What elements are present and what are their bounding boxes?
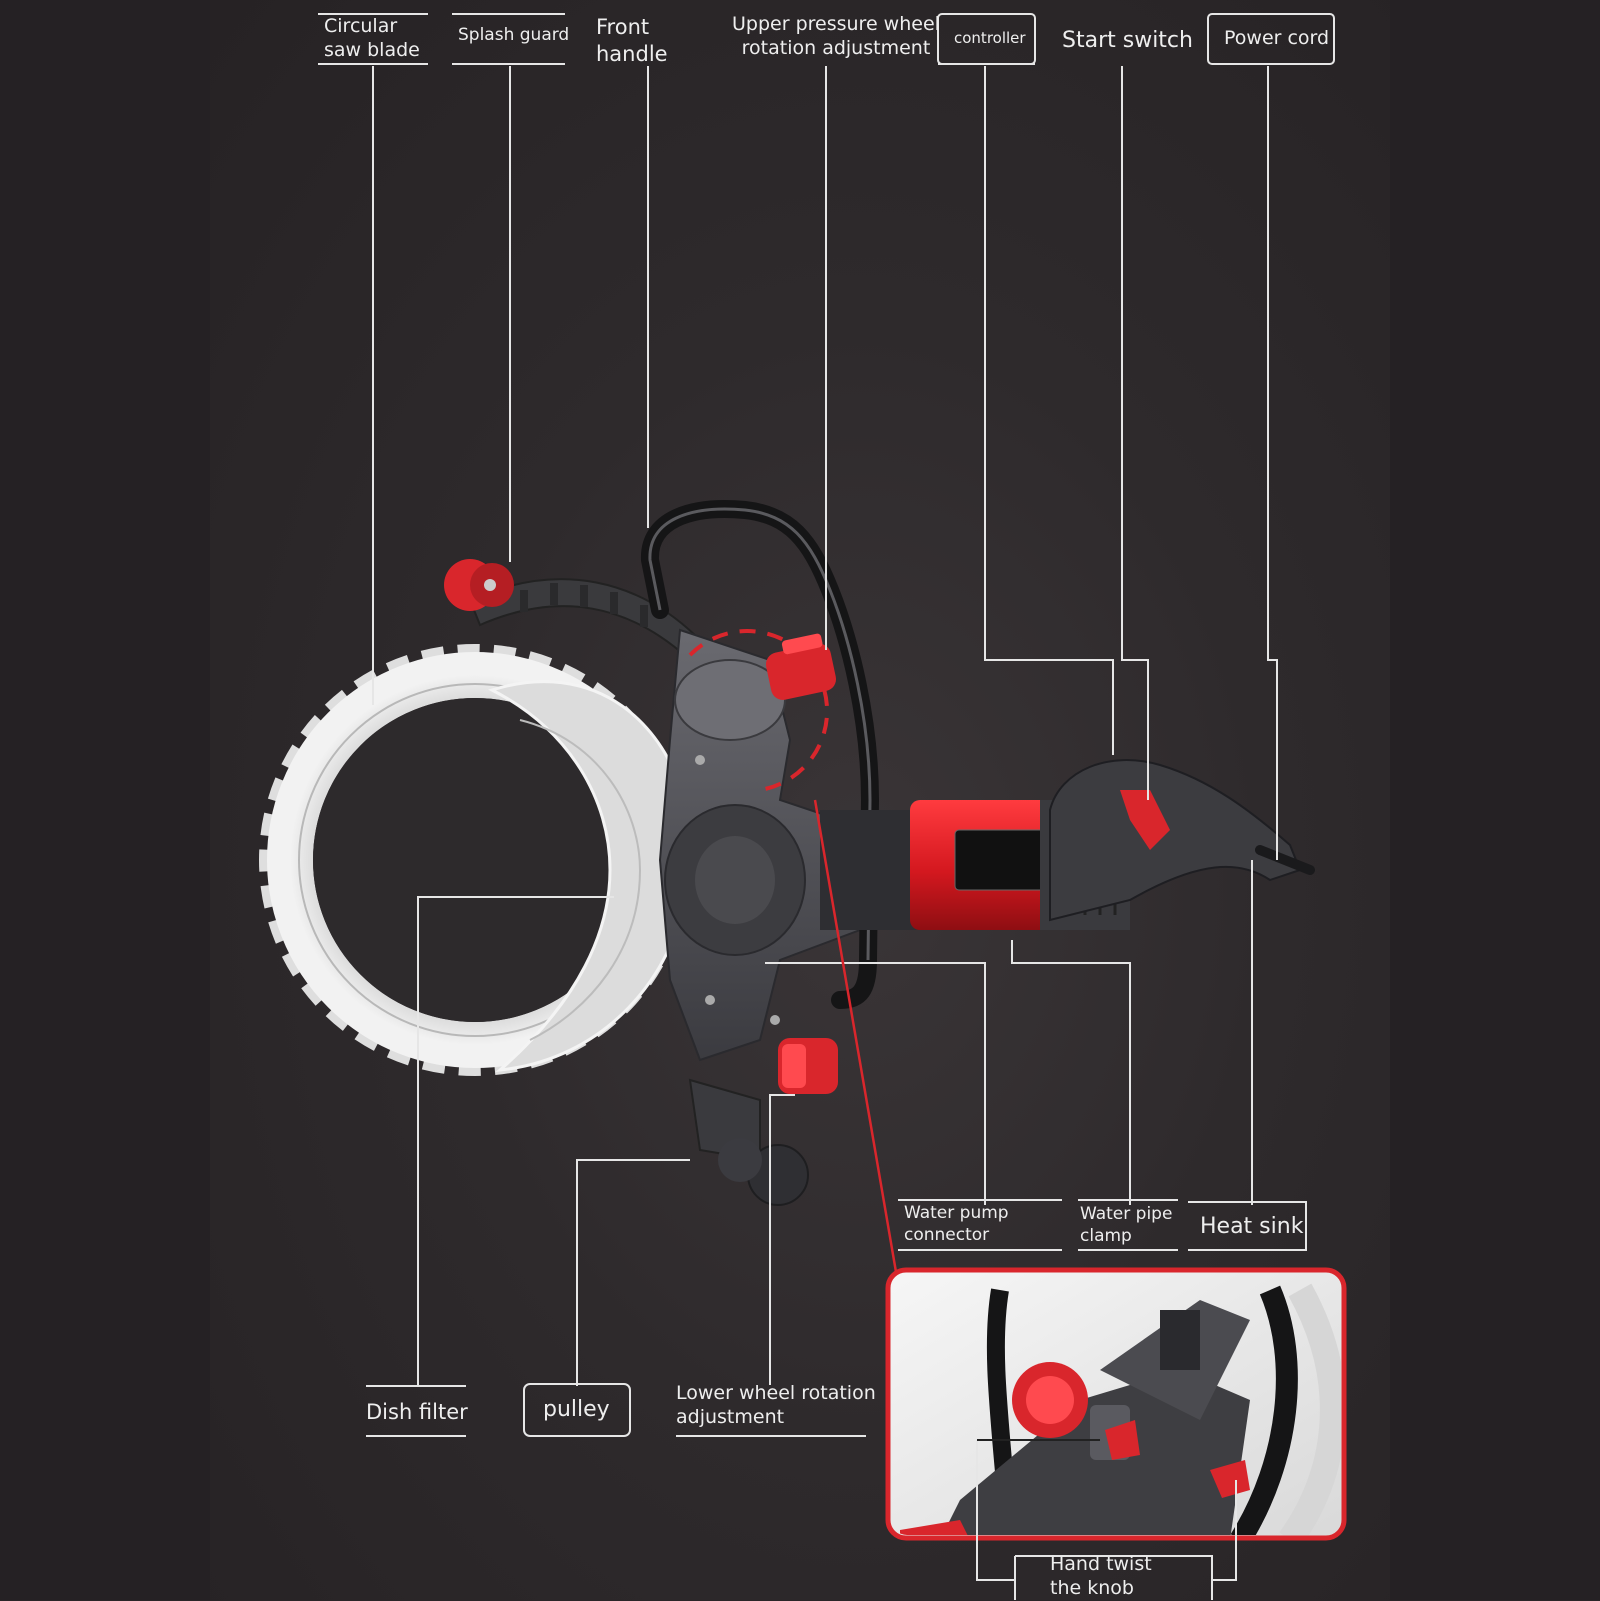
label-front-handle: Front handle [596,15,668,66]
leader-lines [318,13,1278,1437]
upper-pressure-knob [765,633,837,700]
pulley-assembly [688,1078,809,1206]
left-margin [0,0,210,1600]
label-water-pipe-clamp: Water pipe clamp [1080,1204,1173,1246]
right-margin [1390,0,1600,1600]
label-dish-filter: Dish filter [366,1400,468,1424]
label-heat-sink: Heat sink [1200,1214,1304,1239]
blade-hole [313,698,637,1022]
power-cord-stub [1255,845,1315,875]
label-frames [523,13,1335,1600]
label-water-pump-connector: Water pump connector [904,1203,1009,1245]
motor-housing [820,759,1315,930]
dish-filter-crescent [488,680,693,1072]
label-pulley: pulley [543,1397,610,1422]
inset-pointer-line [813,799,898,1273]
start-switch-trigger [1120,790,1170,850]
label-lower-wheel-rotation: Lower wheel rotation adjustment [676,1382,876,1429]
label-power-cord: Power cord [1224,27,1330,49]
gearbox-body [658,628,862,1062]
circular-saw-blade [259,644,691,1076]
label-splash-guard: Splash guard [458,25,570,45]
inset-zoom-view [885,1267,1347,1581]
label-start-switch: Start switch [1062,28,1193,53]
label-hand-twist-knob: Hand twist the knob [1050,1553,1152,1600]
lower-wheel-knob [778,1038,838,1094]
label-circular-saw-blade: Circular saw blade [324,15,420,62]
label-upper-pressure-wheel: Upper pressure wheel rotation adjustment [732,13,940,60]
label-controller: controller [954,29,1026,47]
